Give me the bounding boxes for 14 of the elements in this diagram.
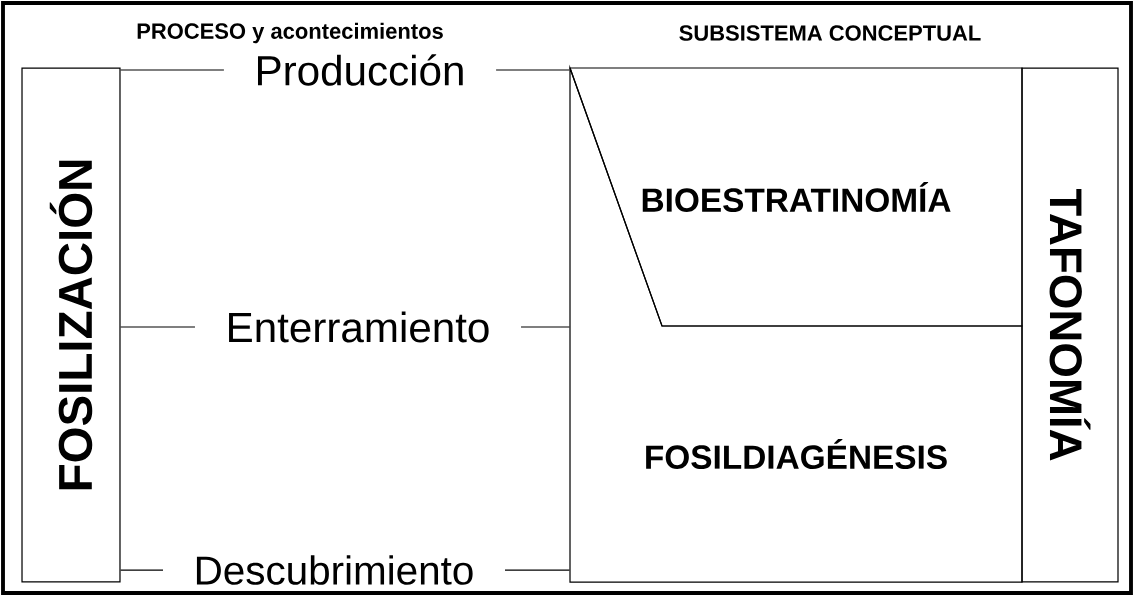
band-box: FOSILIZACIÓN (21, 67, 121, 583)
column-heading: SUBSISTEMA CONCEPTUAL (679, 25, 981, 41)
stage-label: Enterramiento (229, 311, 489, 343)
connector-line (520, 326, 571, 328)
connector-line (120, 569, 164, 571)
connector-line (495, 69, 571, 71)
stage-label: Descubrimiento (196, 555, 473, 585)
band-box: TAFONOMÍA (1021, 67, 1119, 583)
column-heading: PROCESO y acontecimientos (137, 22, 443, 44)
connector-line (120, 69, 225, 71)
region: BIOESTRATINOMÍA (569, 67, 1023, 327)
stage-label: Producción (258, 54, 463, 86)
connector-line (120, 326, 196, 328)
connector-line (504, 569, 571, 571)
